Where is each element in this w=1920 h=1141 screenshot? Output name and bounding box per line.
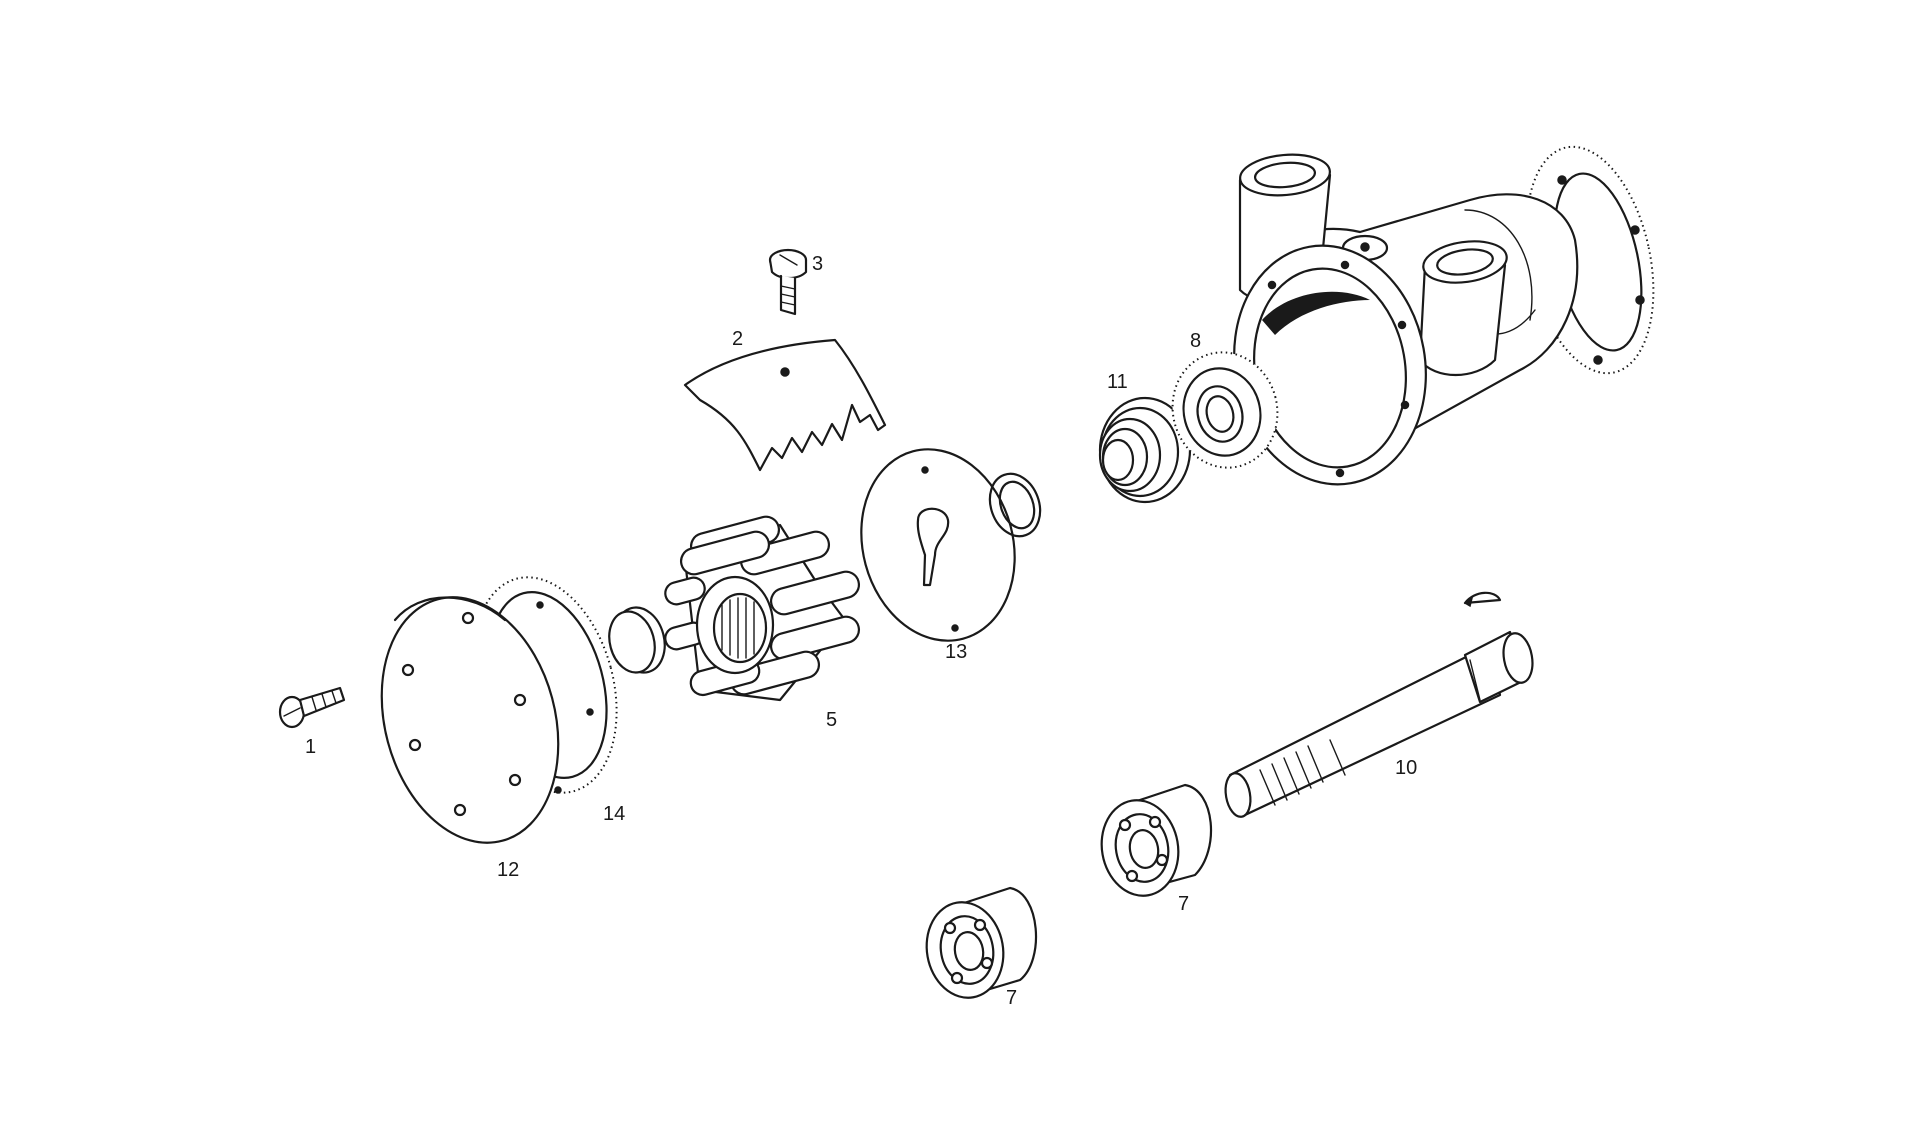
label-wear-plate: 13 (945, 641, 967, 663)
label-gasket: 14 (603, 803, 625, 825)
cam-screw (768, 248, 808, 316)
shaft-key (1463, 591, 1502, 608)
cover-screw (278, 686, 346, 729)
label-seal-housing: 11 (1107, 371, 1128, 393)
cap (608, 606, 666, 674)
label-impeller: 5 (826, 709, 837, 731)
label-cover-plate: 12 (497, 859, 519, 881)
label-cam-screw: 3 (812, 253, 823, 275)
cover-plate (380, 596, 560, 844)
label-cam: 2 (732, 328, 743, 350)
cam (683, 338, 887, 472)
shaft (1224, 630, 1534, 818)
wear-plate (860, 448, 1016, 642)
seal-housing (1098, 396, 1192, 504)
bearing-front (925, 886, 1038, 999)
label-cover-screw: 1 (305, 736, 316, 758)
impeller (664, 515, 861, 702)
seal (1171, 351, 1279, 469)
pump-housing (1233, 145, 1655, 486)
circlip (988, 472, 1042, 538)
label-seal: 8 (1190, 330, 1201, 352)
label-shaft: 10 (1395, 757, 1417, 779)
label-bearing-rear: 7 (1178, 893, 1189, 915)
bearing-rear (1100, 783, 1213, 897)
label-bearing-front: 7 (1006, 987, 1017, 1009)
